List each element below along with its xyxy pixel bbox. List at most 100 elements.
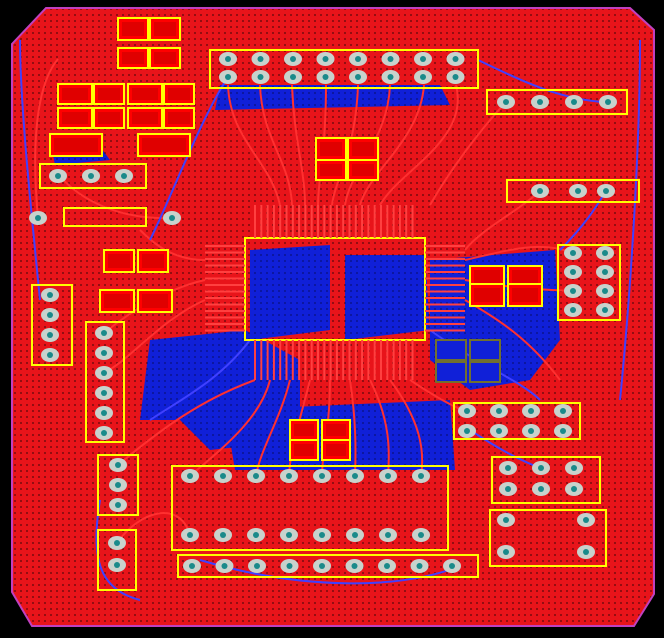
pin [596,284,614,298]
trace [199,559,461,585]
pin [522,424,540,438]
pin [214,528,232,542]
smd-g4 [321,439,351,461]
pin [346,469,364,483]
pin [569,184,587,198]
pin [378,559,396,573]
smd-f4 [507,283,543,307]
smd-pads [49,17,543,461]
pin [497,545,515,559]
pin [95,366,113,380]
pin [251,52,270,66]
header-right-lower [453,402,581,440]
header-left-6pin [85,321,125,443]
smd-a2 [149,17,181,41]
pin [109,458,127,472]
pin [181,528,199,542]
smd-e2 [137,249,169,273]
pin [443,559,461,573]
trace [464,245,574,261]
pin [596,265,614,279]
pin [577,513,595,527]
bottom-pad [469,339,501,361]
pin [181,469,199,483]
trace [227,84,281,206]
smd-d4 [347,159,379,181]
trace [95,499,141,601]
header-left-4pin [31,284,73,366]
pin [247,528,265,542]
pin [497,95,515,109]
pin [345,559,364,573]
pin [115,169,133,183]
pin [108,536,126,550]
pin [532,461,550,475]
trace [149,76,229,241]
smd-a3 [117,47,149,69]
pin [95,426,113,440]
pin [95,406,113,420]
header-right-top [486,89,628,115]
pin [214,469,232,483]
trace [149,339,251,421]
trace [349,379,357,477]
smd-f1 [469,265,505,289]
pin [577,545,595,559]
pin [163,211,181,225]
pin [183,559,201,573]
pin [41,308,59,322]
pin [499,461,517,475]
trace [291,84,306,206]
smd-d2 [347,137,379,161]
pin [349,52,367,66]
trace [189,379,271,477]
pin [219,52,237,66]
header-bottom [177,554,479,578]
smd-a4 [149,47,181,69]
pin [29,211,47,225]
trace [369,379,390,477]
trace [103,299,206,374]
pin [490,424,508,438]
smd-b4 [163,83,195,105]
pin [565,95,583,109]
smd-e1 [103,249,135,273]
trace [117,379,256,466]
smd-b3 [127,83,163,105]
trace [255,379,291,477]
pin [532,482,550,496]
trace [619,39,641,401]
trace [116,512,191,544]
dip16 [171,465,449,551]
header-bottom-right-a [491,456,601,504]
pin [313,469,331,483]
pin [313,528,331,542]
pin [554,424,572,438]
bottom-pad [469,361,501,383]
smd-c1 [49,133,103,157]
bottom-pad [435,361,467,383]
pin [458,424,476,438]
pin [564,303,582,317]
smd-b6 [93,107,125,129]
header-left-bottom-a [97,454,139,516]
header-right-mid [506,179,640,203]
trace [139,229,206,261]
pin [41,288,59,302]
header-right-idc [557,244,621,321]
traces [19,39,641,601]
pin [597,184,615,198]
pin [458,404,476,418]
pin [596,303,614,317]
smd-d1 [315,137,347,161]
pin [82,169,100,183]
smd-d3 [315,159,347,181]
smd-e4 [137,289,173,313]
pin [316,70,335,84]
smd-g1 [289,419,319,441]
trace [19,39,41,301]
smd-f3 [469,283,505,307]
pin [599,95,617,109]
smd-c2 [137,133,191,157]
smd-b2 [93,83,125,105]
